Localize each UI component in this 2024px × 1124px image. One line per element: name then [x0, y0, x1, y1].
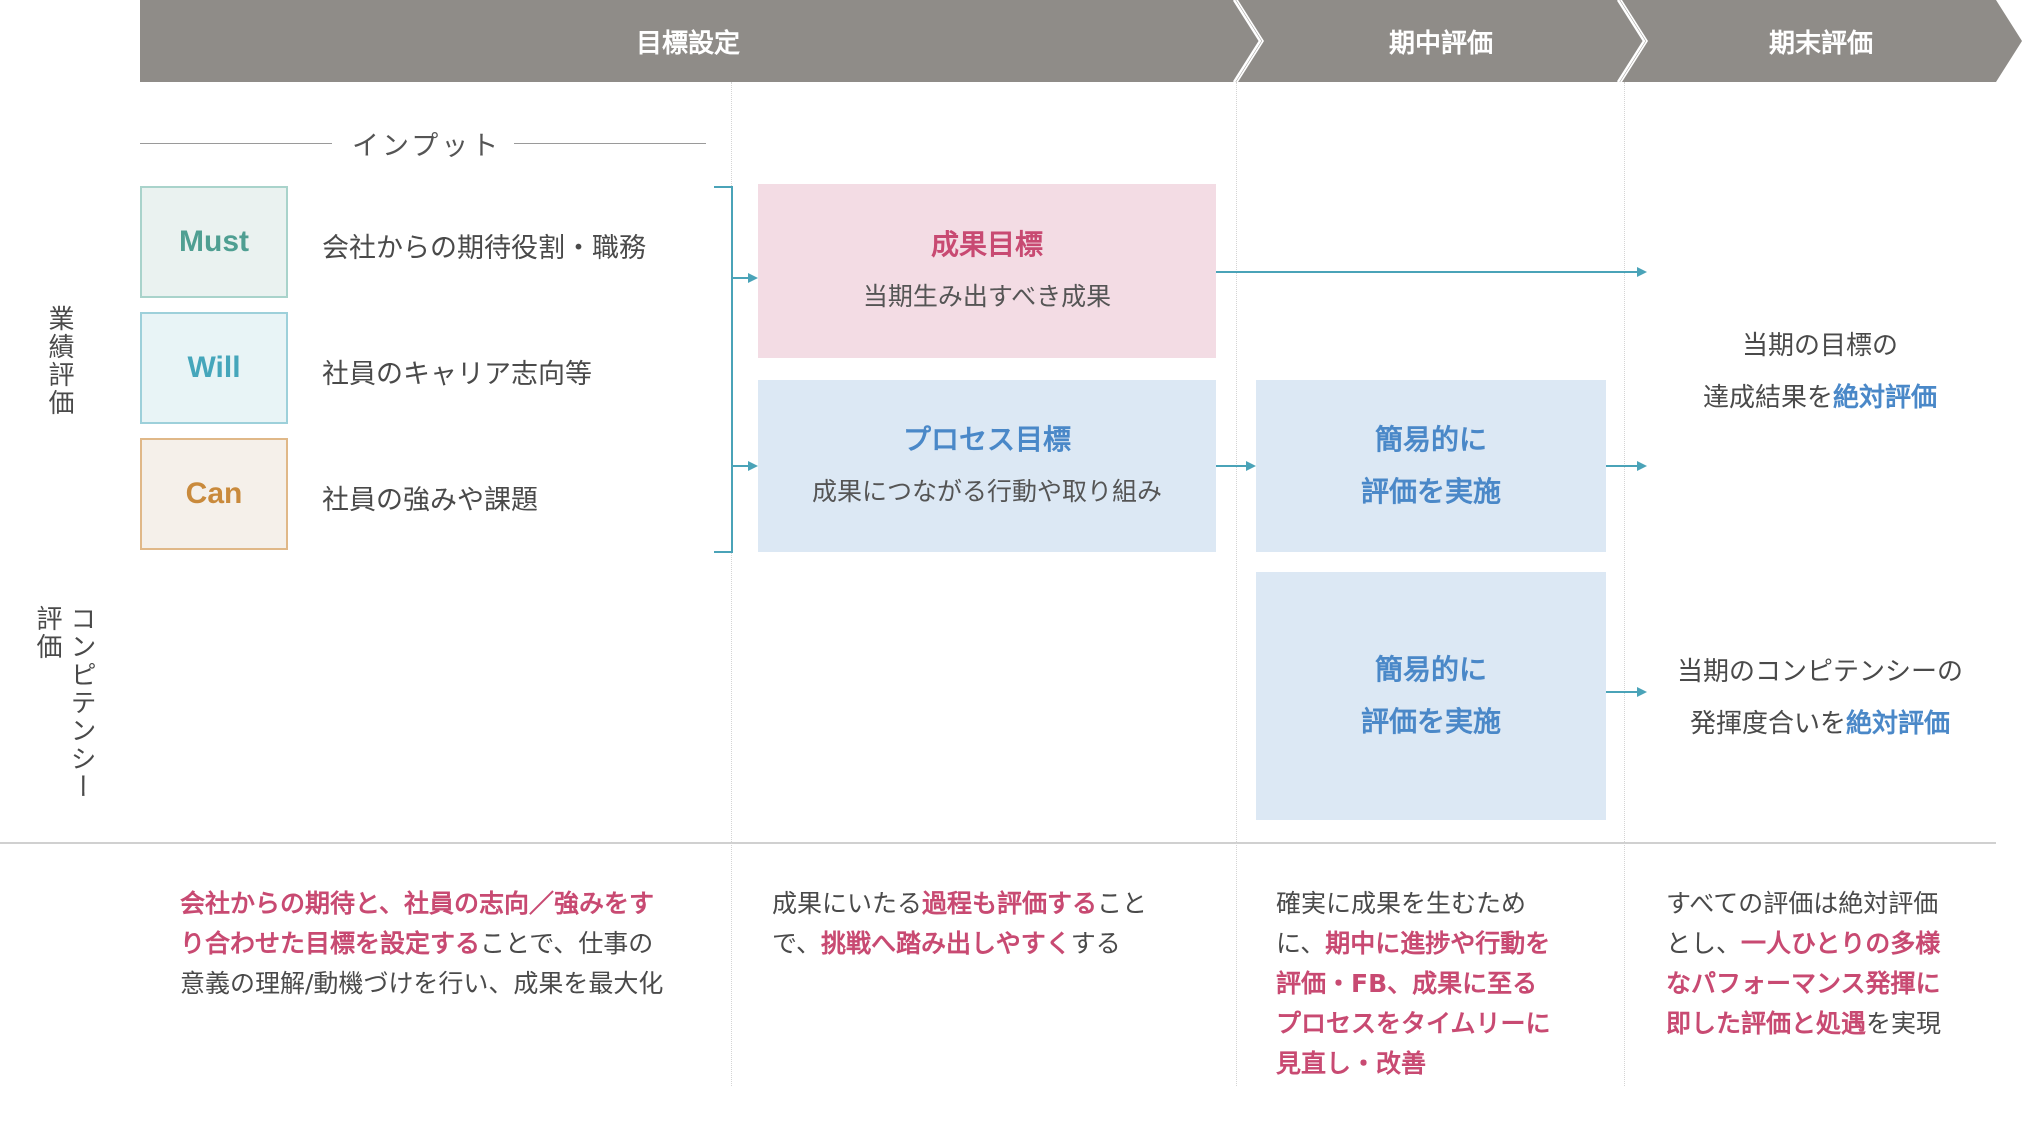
phase-goal-setting: 目標設定 — [635, 28, 740, 59]
description-final: すべての評価は絶対評価 とし、一人ひとりの多様 なパフォーマンス発揮に 即した評… — [1666, 889, 1942, 1038]
process-goal-sub: 成果につながる行動や取り組み — [811, 477, 1162, 506]
must-box: Must — [140, 186, 288, 298]
competency-result: 当期のコンピテンシーの 発揮度合いを絶対評価 — [1650, 646, 1990, 750]
can-box: Can — [140, 438, 288, 550]
phase-midterm: 期中評価 — [1388, 28, 1493, 59]
midterm-competency-box: 簡易的に 評価を実施 — [1256, 572, 1606, 820]
input-rule-right — [514, 143, 706, 144]
competency-result-line2: 発揮度合いを絶対評価 — [1689, 709, 1951, 739]
side-label-performance: 業績評価 — [44, 305, 74, 417]
result-goal-box: 成果目標 当期生み出すべき成果 — [758, 184, 1216, 358]
must-text: 会社からの期待役割・職務 — [322, 233, 646, 264]
phase-goal-setting-shape — [140, 0, 1262, 82]
phase-final: 期末評価 — [1768, 28, 1873, 59]
process-goal-box: プロセス目標 成果につながる行動や取り組み — [758, 380, 1216, 552]
phase-bar — [140, 0, 2022, 82]
input-bracket — [714, 186, 733, 553]
process-goal-title: プロセス目標 — [902, 423, 1071, 456]
will-text: 社員のキャリア志向等 — [322, 359, 592, 390]
result-goal-title: 成果目標 — [930, 228, 1043, 261]
input-label: インプット — [352, 131, 502, 162]
can-text: 社員の強みや課題 — [322, 485, 538, 516]
competency-result-line1: 当期のコンピテンシーの — [1676, 657, 1963, 687]
midterm-process-box: 簡易的に 評価を実施 — [1256, 380, 1606, 552]
column-divider-1 — [731, 82, 732, 1086]
performance-result: 当期の目標の 達成結果を絶対評価 — [1650, 320, 1990, 424]
will-box: Will — [140, 312, 288, 424]
column-divider-3 — [1624, 82, 1625, 1086]
midterm-process-line2: 評価を実施 — [1360, 475, 1501, 508]
result-goal-sub: 当期生み出すべき成果 — [862, 282, 1112, 311]
phase-final-shape — [1622, 0, 2022, 82]
performance-result-line1: 当期の目標の — [1741, 331, 1898, 361]
input-rule-left — [140, 143, 332, 144]
midterm-competency-line2: 評価を実施 — [1360, 705, 1501, 738]
midterm-process-line1: 簡易的に — [1374, 423, 1487, 456]
description-goal-setting: 会社からの期待と、社員の志向／強みをす り合わせた目標を設定することで、仕事の … — [180, 889, 664, 998]
midterm-competency-line1: 簡易的に — [1374, 653, 1487, 686]
column-divider-2 — [1236, 82, 1237, 1086]
phase-midterm-shape — [1238, 0, 1646, 82]
side-label-competency: コンピテンシー評価 — [32, 605, 96, 801]
description-midterm: 確実に成果を生むため に、期中に進捗や行動を 評価・FB、成果に至る プロセスを… — [1276, 889, 1551, 1078]
description-process: 成果にいたる過程も評価すること で、挑戦へ踏み出しやすくする — [772, 889, 1148, 958]
performance-result-line2: 達成結果を絶対評価 — [1702, 383, 1938, 413]
section-divider — [0, 842, 1996, 844]
